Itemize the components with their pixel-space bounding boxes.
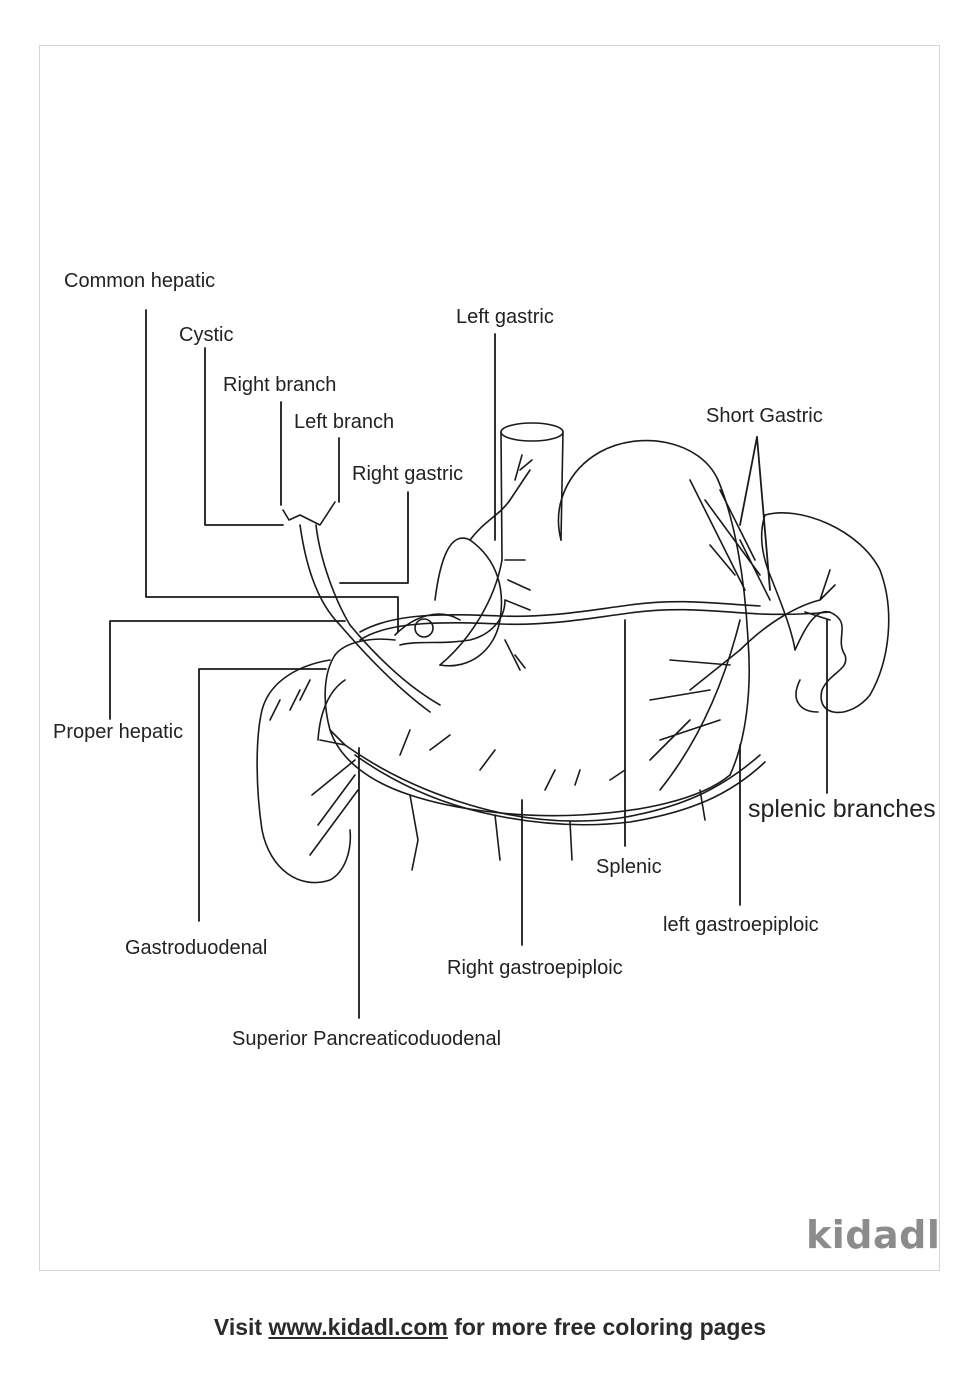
label-cystic: Cystic	[179, 324, 234, 346]
leader-common-hepatic	[145, 309, 399, 633]
footer-suffix: for more free coloring pages	[454, 1314, 767, 1340]
kidadl-logo: kidadl	[806, 1213, 941, 1257]
leader-lines	[109, 309, 828, 1019]
leader-gastroduodenal	[198, 668, 327, 922]
page-frame	[39, 45, 940, 1271]
label-right-branch: Right branch	[223, 374, 337, 396]
label-splenic: Splenic	[596, 856, 662, 878]
footer-prefix: Visit	[213, 1314, 263, 1340]
label-superior-pancreaticoduodenal: Superior Pancreaticoduodenal	[232, 1028, 502, 1050]
label-left-gastroepiploic: left gastroepiploic	[663, 914, 819, 936]
label-right-gastroepiploic: Right gastroepiploic	[447, 957, 623, 979]
footer: Visit www.kidadl.com for more free color…	[0, 1314, 980, 1342]
label-left-branch: Left branch	[294, 411, 395, 433]
label-splenic-branches: splenic branches	[748, 795, 936, 823]
arteries	[269, 454, 836, 871]
label-left-gastric: Left gastric	[456, 306, 554, 328]
label-right-gastric: Right gastric	[352, 463, 464, 485]
stomach	[324, 439, 831, 817]
leader-proper-hepatic	[109, 620, 346, 720]
footer-link[interactable]: www.kidadl.com	[268, 1314, 448, 1340]
label-gastroduodenal: Gastroduodenal	[125, 937, 268, 959]
label-proper-hepatic: Proper hepatic	[53, 721, 184, 743]
leader-cystic	[204, 347, 284, 526]
leader-right-gastric	[339, 491, 409, 584]
duodenum	[256, 659, 352, 884]
label-common-hepatic: Common hepatic	[64, 270, 216, 292]
leader-short-gastric-a	[739, 436, 758, 526]
leader-short-gastric-b	[756, 436, 771, 591]
label-short-gastric: Short Gastric	[706, 405, 823, 427]
esophagus	[500, 422, 564, 561]
